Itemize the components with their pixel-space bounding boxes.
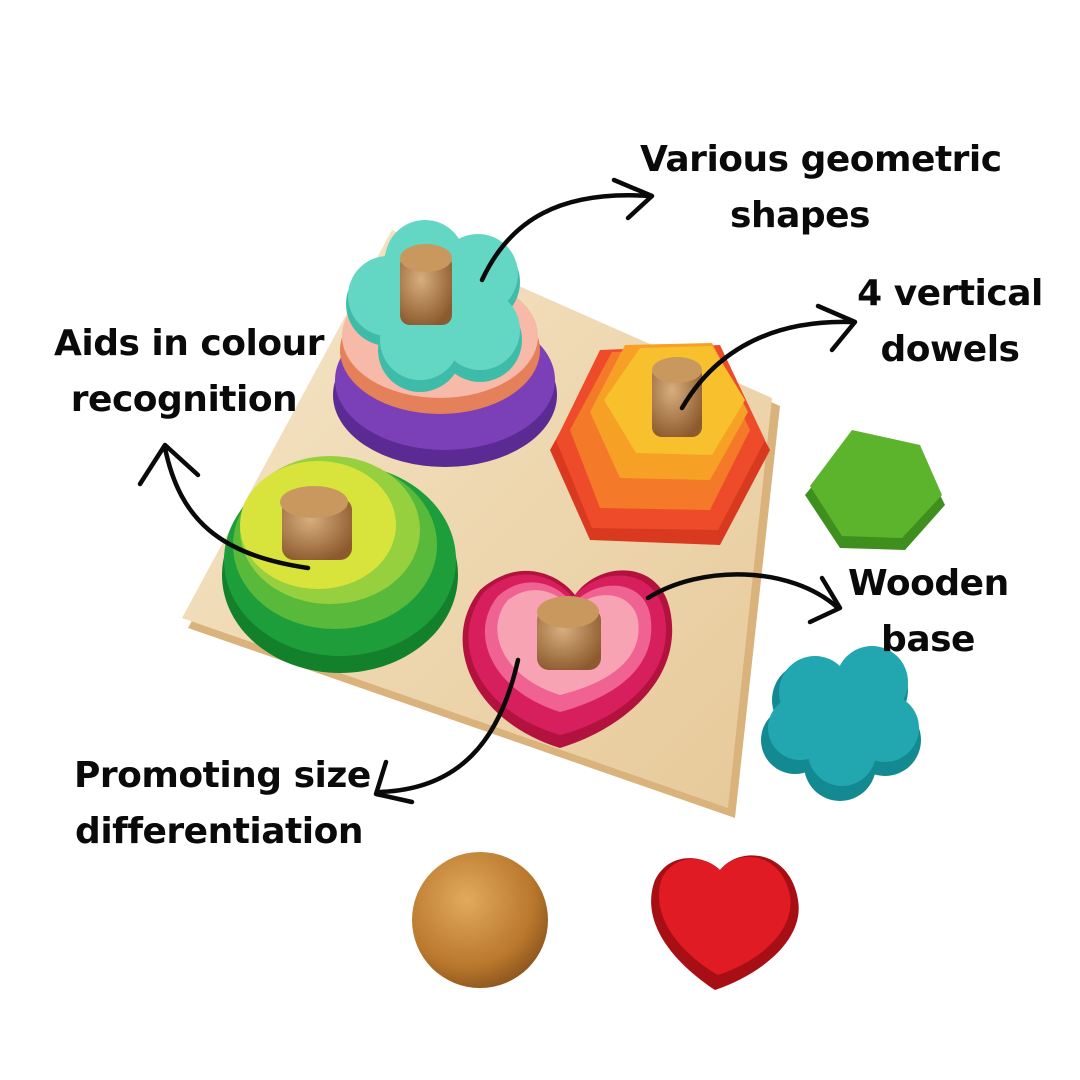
annotation-text: Promoting size — [74, 755, 371, 796]
annotation-text: 4 vertical — [857, 273, 1043, 314]
hexagon-stack — [550, 343, 770, 545]
loose-teal-flower — [761, 646, 921, 801]
annotation-text: shapes — [730, 195, 870, 236]
annotation-text: Aids in colour — [54, 323, 324, 364]
heart-stack — [462, 570, 673, 748]
annotation-size-differentiation: Promoting size differentiation — [74, 748, 371, 860]
arrow-geometric-shapes-icon — [479, 177, 655, 283]
loose-red-heart — [651, 855, 799, 990]
arrow-colour-recognition-icon — [137, 442, 311, 571]
annotation-geometric-shapes: Various geometric shapes — [640, 132, 1002, 244]
annotation-text: differentiation — [75, 811, 363, 852]
annotation-colour-recognition: Aids in colour recognition — [54, 316, 324, 428]
annotation-wooden-base: Wooden base — [848, 556, 1009, 668]
loose-wooden-ball — [412, 852, 548, 988]
annotation-text: dowels — [880, 329, 1020, 370]
circle-stack — [222, 456, 458, 673]
loose-green-hexagon — [805, 430, 945, 550]
arrow-vertical-dowels-icon — [679, 303, 858, 411]
annotation-text: Various geometric — [640, 139, 1002, 180]
flower-stack — [333, 220, 557, 467]
arrow-size-differentiation-icon — [373, 657, 521, 805]
annotation-text: recognition — [70, 379, 298, 420]
arrow-wooden-base-icon — [645, 572, 843, 625]
annotation-text: Wooden — [848, 563, 1009, 604]
annotation-vertical-dowels: 4 vertical dowels — [850, 266, 1050, 378]
annotation-text: base — [881, 619, 975, 660]
